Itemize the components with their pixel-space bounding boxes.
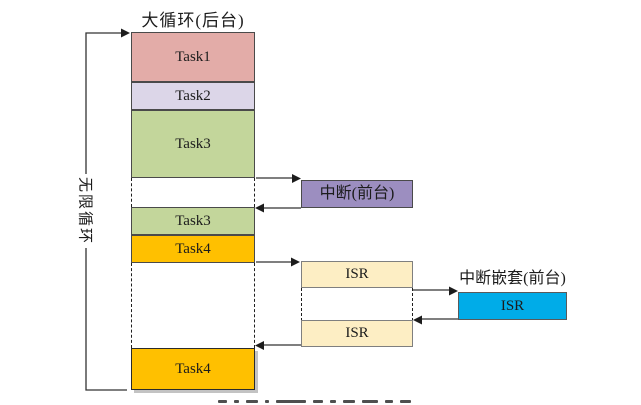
task2-box: Task2 bbox=[131, 82, 255, 110]
task4-repeat-box: Task4 bbox=[131, 348, 255, 390]
isr-top-box: ISR bbox=[301, 261, 413, 288]
nested-return-arrowhead bbox=[413, 315, 422, 325]
interrupt-return-arrowhead bbox=[255, 203, 264, 213]
idle-gap-interrupt bbox=[131, 178, 255, 207]
task1-label: Task1 bbox=[175, 48, 211, 65]
interrupt-box: 中断(前台) bbox=[301, 180, 413, 208]
interrupt-label: 中断(前台) bbox=[319, 185, 395, 202]
task3-box: Task3 bbox=[131, 110, 255, 178]
isr-entry-arrowhead bbox=[291, 257, 300, 267]
infinite-loop-label: 无限循环 bbox=[75, 173, 97, 249]
idle-gap-isr bbox=[131, 263, 255, 348]
interrupt-entry-arrowhead bbox=[292, 174, 301, 183]
task3-repeat-label: Task3 bbox=[175, 212, 211, 229]
task4-repeat-label: Task4 bbox=[175, 360, 211, 377]
main-loop-title: 大循环(后台) bbox=[141, 11, 245, 30]
nested-interrupt-title: 中断嵌套(前台) bbox=[459, 270, 566, 287]
task1-box: Task1 bbox=[131, 32, 255, 82]
isr-return-arrowhead bbox=[255, 341, 264, 350]
task3-label: Task3 bbox=[175, 135, 211, 152]
task3-repeat-box: Task3 bbox=[131, 207, 255, 235]
cropped-caption-marks bbox=[218, 400, 478, 405]
task4-box: Task4 bbox=[131, 235, 255, 263]
nested-isr-label: ISR bbox=[500, 297, 525, 314]
isr-bottom-box: ISR bbox=[301, 320, 413, 347]
isr-top-label: ISR bbox=[345, 266, 369, 282]
nested-isr-box: ISR bbox=[458, 292, 567, 320]
isr-bottom-label: ISR bbox=[345, 325, 369, 341]
task4-label: Task4 bbox=[175, 240, 211, 257]
isr-nesting-gap bbox=[301, 288, 413, 321]
task2-label: Task2 bbox=[175, 87, 211, 104]
